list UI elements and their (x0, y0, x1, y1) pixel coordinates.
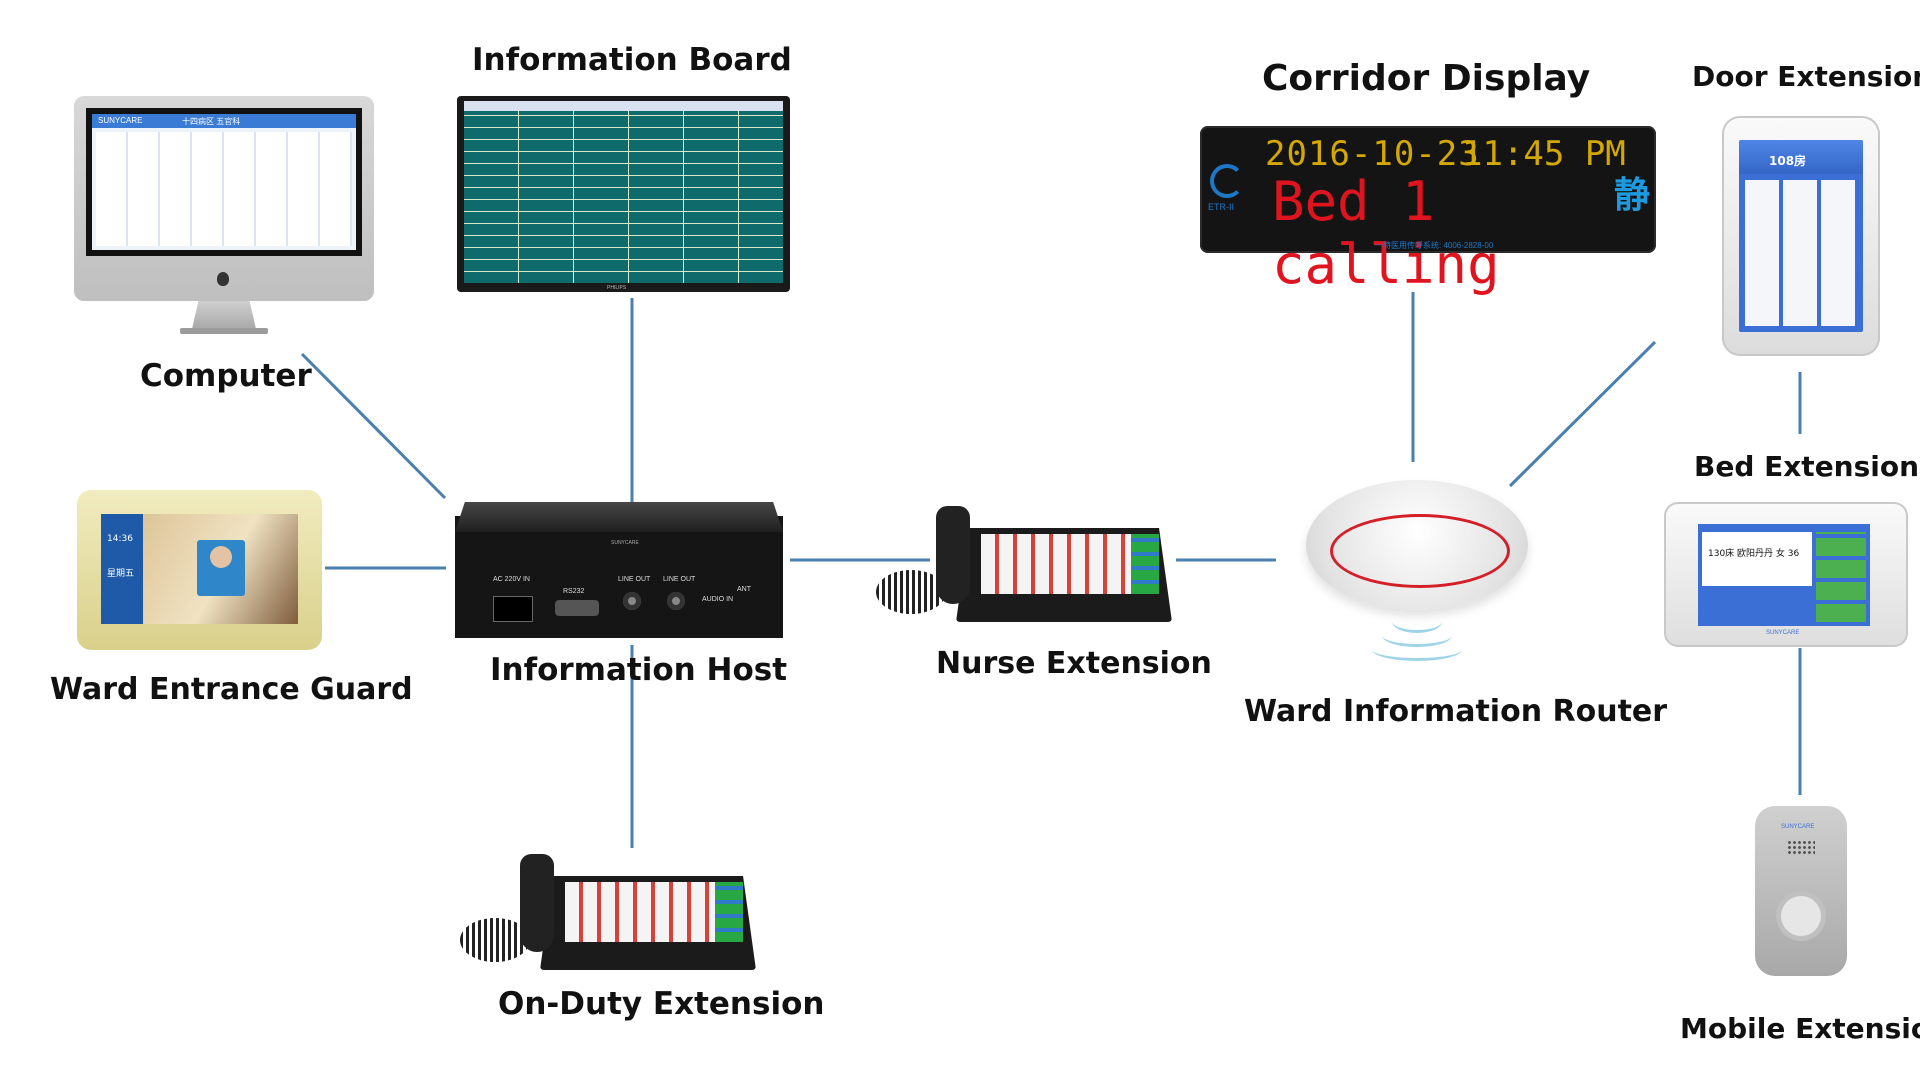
led-message: Bed 1 calling (1272, 170, 1500, 296)
mobile-extension-device: SUNYCARE (1755, 806, 1847, 976)
host-lineout-1-label: LINE OUT (618, 576, 651, 583)
host-antenna-label: ANT (737, 586, 751, 593)
door-tablet-screen: 108房 (1739, 140, 1863, 332)
monitor-foot (180, 328, 268, 334)
phone-buttons (715, 882, 743, 942)
speaker-grille-icon (1787, 840, 1815, 854)
power-socket-icon (493, 596, 533, 622)
led-quiet-sign: 静 (1614, 175, 1651, 216)
audio-jack-icon (623, 592, 641, 610)
label-corridor-display: Corridor Display (1262, 58, 1591, 99)
board-brand: PHILIPS (607, 285, 627, 291)
bed-action-buttons (1816, 532, 1866, 622)
host-brand: SUNYCARE (611, 540, 639, 546)
mobile-brand: SUNYCARE (1781, 824, 1815, 830)
led-footer: 一特医用传呼系统: 4006-2828-00 (1375, 241, 1494, 250)
host-lineout-2-label: LINE OUT (663, 576, 696, 583)
nurse-extension-device (876, 500, 1176, 630)
label-door-extension: Door Extension (1692, 60, 1920, 93)
host-serial-label: RS232 (563, 588, 585, 595)
audio-jack-icon (667, 592, 685, 610)
led-date: 2016-10-23 (1265, 134, 1480, 174)
guard-side-panel (101, 514, 143, 624)
guard-weekday: 星期五 (107, 569, 135, 579)
computer-device: SUNYCARE 十四病区 五官科 (74, 96, 374, 336)
bed-extension-device: 130床 欧阳丹丹 女 36 SUNYCARE (1664, 502, 1908, 647)
phone-screen (981, 534, 1131, 594)
label-information-host: Information Host (490, 652, 788, 688)
wireless-wave-icon (1372, 638, 1462, 661)
phone-buttons (1131, 534, 1159, 594)
monitor-screen: SUNYCARE 十四病区 五官科 (86, 108, 362, 256)
host-lid (455, 502, 783, 532)
monitor-content: SUNYCARE 十四病区 五官科 (92, 114, 356, 250)
link-router-door (1508, 340, 1657, 488)
phone-cord (460, 918, 530, 962)
bed-brand: SUNYCARE (1766, 630, 1800, 636)
link-computer-host (300, 352, 447, 500)
mobile-body (1755, 806, 1847, 976)
door-extension-device: 108房 (1722, 116, 1880, 356)
led-panel (1200, 126, 1656, 253)
phone-handset-icon (520, 854, 554, 952)
label-mobile-extension: Mobile Extension (1680, 1012, 1920, 1045)
phone-cord (876, 570, 946, 614)
phone-handset-icon (936, 506, 970, 604)
door-room-number: 108房 (1769, 154, 1807, 168)
label-ward-entrance-guard: Ward Entrance Guard (50, 672, 413, 707)
monitor-stand (192, 301, 256, 329)
board-header (464, 101, 783, 111)
label-nurse-extension: Nurse Extension (936, 646, 1212, 681)
apple-logo-icon (217, 272, 229, 286)
label-on-duty-extension: On-Duty Extension (498, 986, 825, 1022)
ward-information-router-device (1306, 480, 1528, 670)
monitor-title: 十四病区 五官科 (182, 117, 241, 126)
monitor-grid (96, 132, 352, 246)
led-brand: ETR-II (1208, 202, 1234, 212)
brand-logo-icon (1210, 164, 1244, 198)
label-bed-extension: Bed Extension (1694, 450, 1920, 483)
label-information-board: Information Board (472, 42, 792, 78)
door-screen-header: 108房 (1739, 140, 1863, 174)
phone-screen (565, 882, 715, 942)
monitor-brand: SUNYCARE (98, 116, 143, 125)
call-button-icon (1781, 896, 1821, 936)
corridor-display-device: ETR-II 2016-10-23 11:45 PM Bed 1 calling… (1200, 126, 1656, 296)
information-host-device: SUNYCARE AC 220V IN RS232 LINE OUT LINE … (455, 502, 783, 638)
information-board-device: PHILIPS (457, 96, 790, 296)
guard-time: 14:36 (107, 534, 133, 544)
label-ward-information-router: Ward Information Router (1244, 694, 1668, 729)
monitor-header: SUNYCARE 十四病区 五官科 (92, 114, 356, 128)
serial-port-icon (555, 600, 599, 616)
on-duty-extension-device (460, 848, 760, 978)
host-power-label: AC 220V IN (493, 576, 530, 583)
bed-patient-info: 130床 欧阳丹丹 女 36 (1708, 549, 1800, 559)
visitor-avatar (210, 546, 232, 568)
router-ring (1330, 514, 1510, 588)
board-screen (464, 101, 783, 283)
label-computer: Computer (140, 358, 312, 394)
led-time: 11:45 PM (1462, 134, 1626, 174)
host-audioin-label: AUDIO IN (702, 596, 734, 603)
door-staff-grid (1745, 180, 1857, 326)
ward-entrance-guard-device: 14:36 星期五 (77, 490, 322, 650)
bed-patient-card: 130床 欧阳丹丹 女 36 (1702, 532, 1812, 586)
